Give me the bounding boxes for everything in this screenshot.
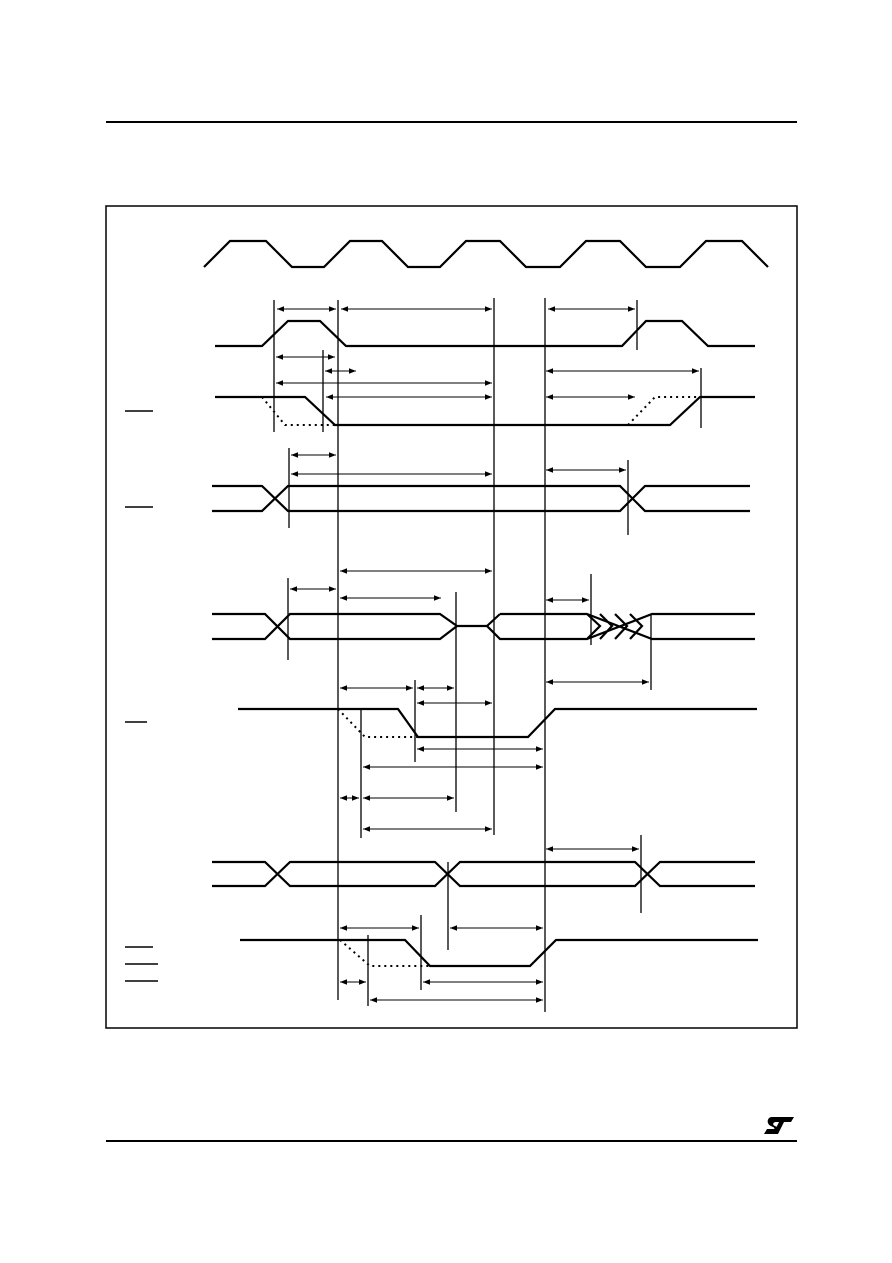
clock-waveform	[203, 239, 769, 269]
signal-8-waveform	[240, 938, 758, 968]
signal-2-waveform	[215, 319, 755, 348]
reference-lines	[273, 298, 702, 1012]
bus-1-chevrons	[599, 613, 644, 640]
signal-3-dotted-edge-2	[627, 396, 700, 426]
signal-6-waveform	[238, 707, 757, 739]
signal-6-dotted-edge	[337, 708, 420, 738]
figure-frame	[105, 205, 798, 1029]
signal-3-dotted-edge	[261, 396, 335, 426]
signal-4-waveform	[212, 484, 750, 513]
header-rule	[106, 121, 797, 123]
st-logo-icon	[764, 1117, 794, 1134]
signal-8-dotted-edge	[339, 939, 430, 967]
signal-label-marks	[125, 410, 158, 982]
bus-1-waveform	[212, 612, 755, 641]
bus-2-waveform	[212, 860, 755, 888]
signal-3-waveform	[215, 395, 755, 427]
timing-arrows	[276, 306, 699, 1003]
footer-rule	[106, 1140, 797, 1142]
